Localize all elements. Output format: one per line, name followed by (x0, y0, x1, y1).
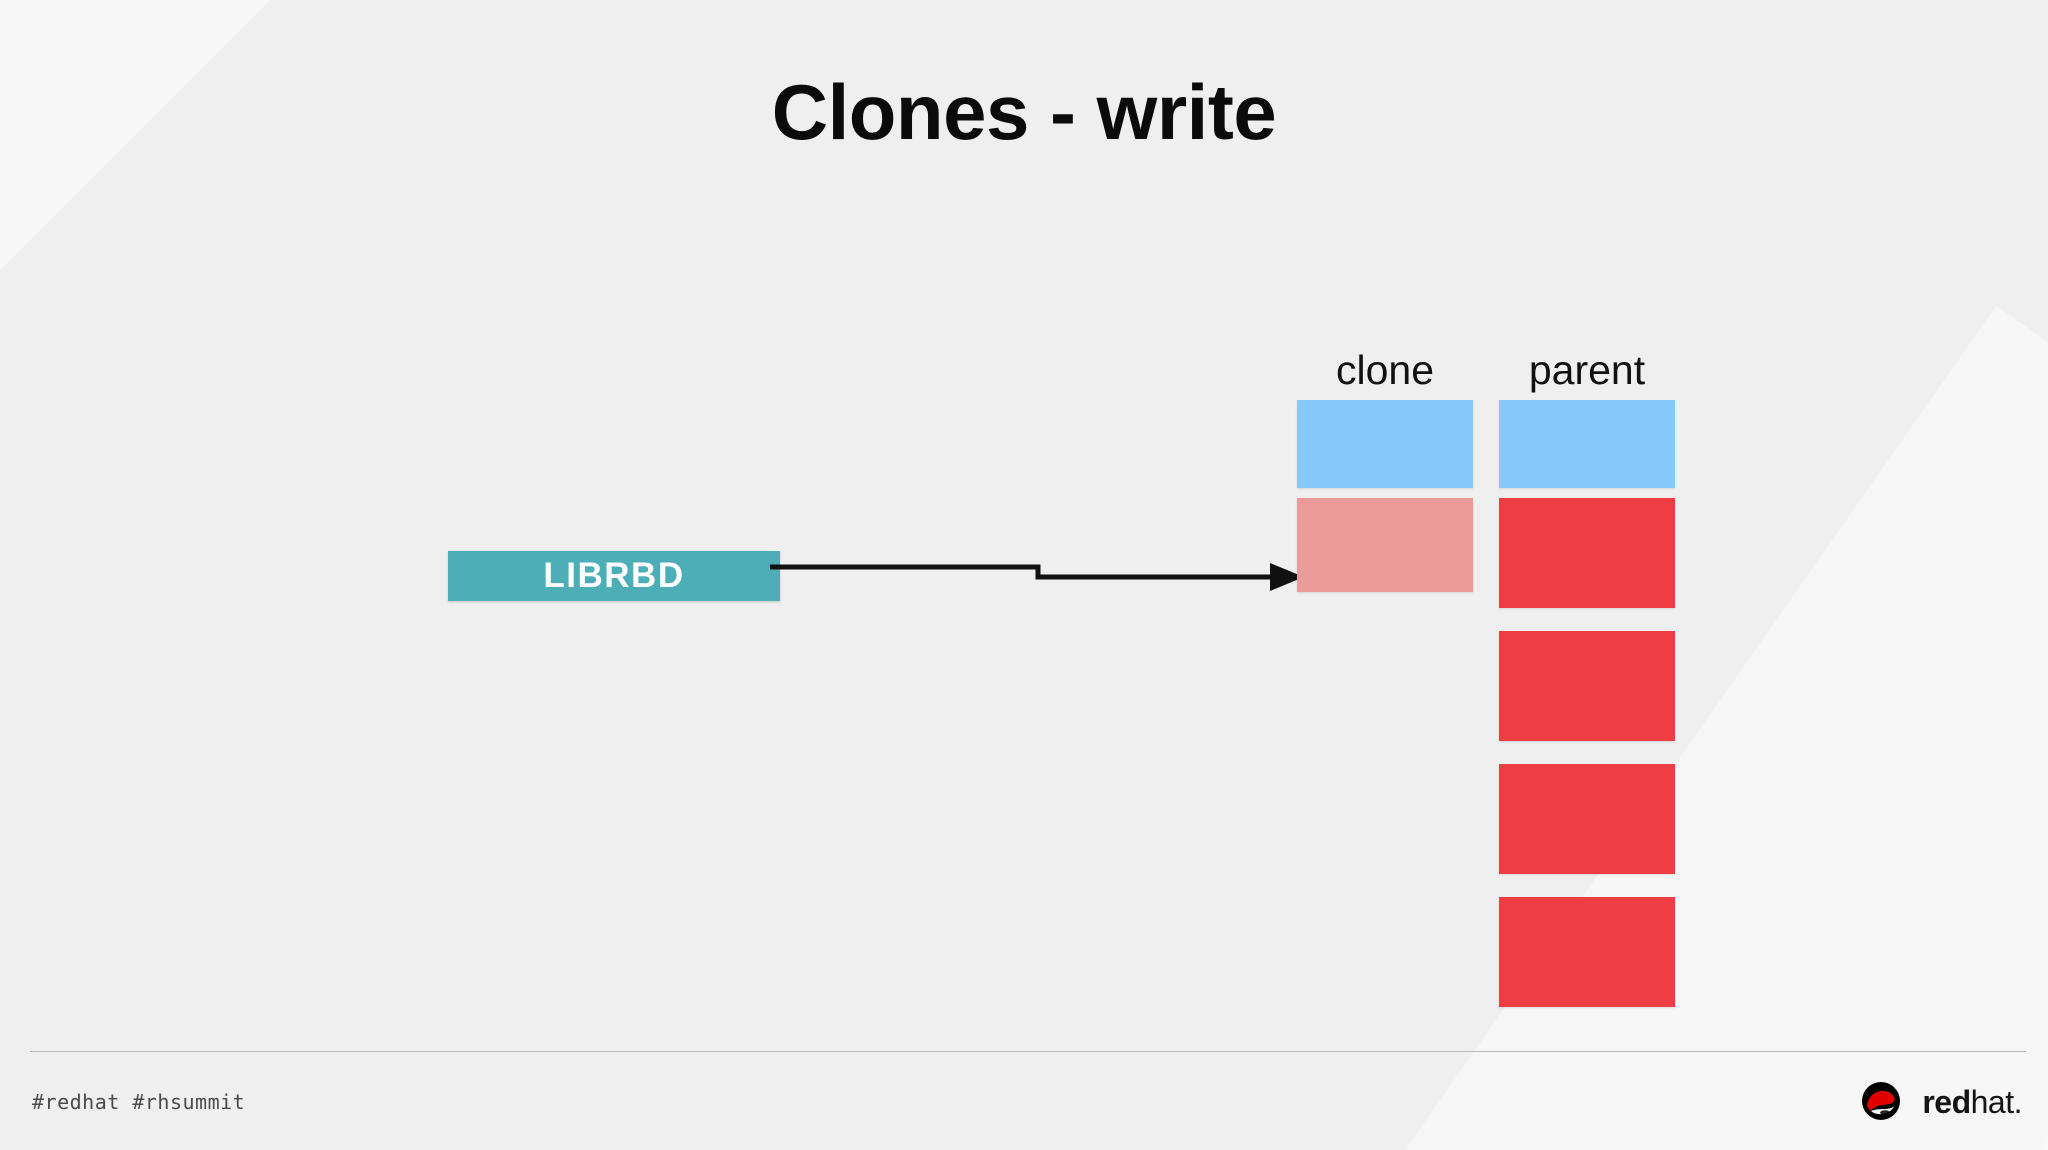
parent-block-gap-2 (1499, 608, 1675, 631)
parent-block-red-3 (1499, 764, 1675, 874)
decorative-wedge-bottom-right-outer (1689, 300, 2048, 1150)
write-arrow-icon (770, 563, 1304, 591)
clone-column-label: clone (1335, 347, 1434, 393)
page-title: Clones - write (771, 68, 1277, 156)
librbd-box: LIBRBD (448, 551, 780, 601)
redhat-wordmark-hat: hat (1970, 1084, 2014, 1120)
redhat-wordmark-period: . (2013, 1084, 2023, 1120)
redhat-wordmark-red: red (1922, 1084, 1971, 1120)
parent-block-gap-1 (1499, 488, 1675, 498)
parent-column-label: parent (1528, 347, 1646, 393)
librbd-label: LIBRBD (543, 556, 685, 595)
clone-block-blue (1297, 400, 1473, 488)
clone-column: clone (1297, 350, 1473, 592)
clone-block-gap (1297, 488, 1473, 498)
redhat-shadowman-icon (1862, 1082, 1901, 1120)
parent-block-blue (1499, 400, 1675, 488)
parent-block-red-4 (1499, 897, 1675, 1007)
decorative-wedge-bottom-right (1393, 305, 2048, 1150)
parent-block-gap-3 (1499, 741, 1675, 764)
parent-block-gap-4 (1499, 874, 1675, 897)
footer-divider (30, 1051, 2026, 1052)
redhat-logo: redhat. (1854, 1081, 2023, 1123)
footer-hashtags: #redhat #rhsummit (32, 1090, 246, 1114)
parent-column: parent (1499, 350, 1675, 1007)
redhat-wordmark: redhat. (1922, 1086, 2022, 1118)
clone-block-pink (1297, 498, 1473, 592)
parent-block-red-2 (1499, 631, 1675, 741)
parent-block-red-1 (1499, 498, 1675, 608)
